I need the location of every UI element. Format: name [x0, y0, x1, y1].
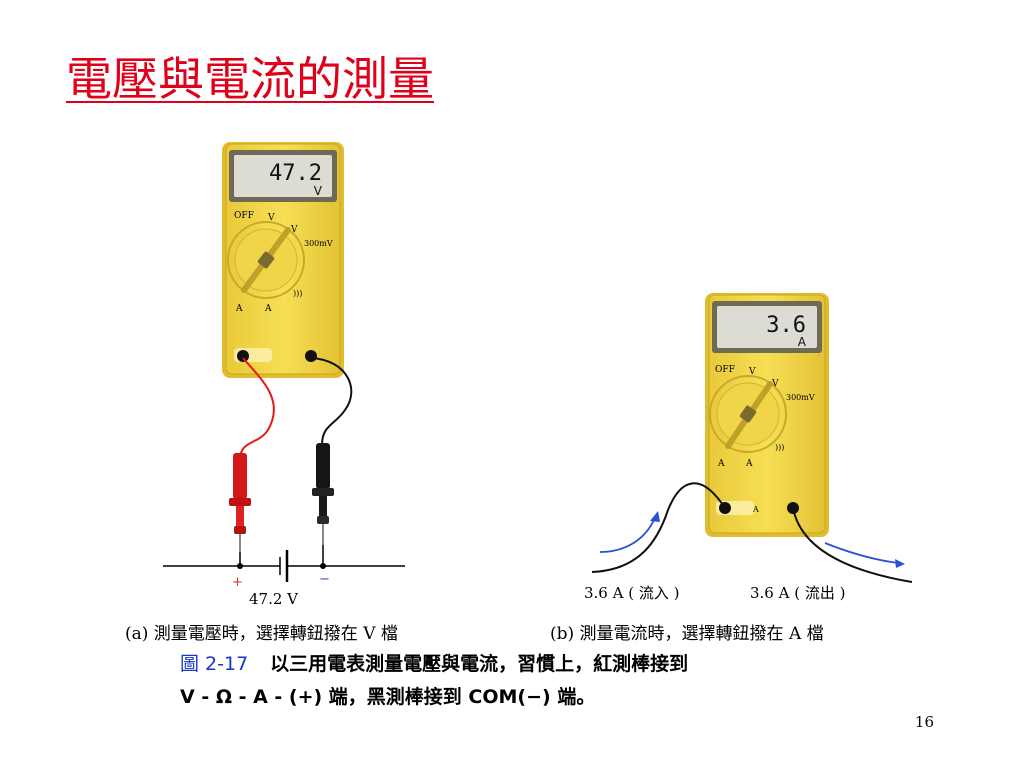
lead-out-wire-b — [792, 507, 913, 583]
lcd-value-a: 47.2 — [269, 161, 322, 186]
lcd-screen-b — [717, 306, 817, 348]
black-probe-a — [312, 443, 334, 545]
current-out-label: 3.6 A ( 流出 ) — [750, 584, 845, 602]
figure-caption-text1: 以三用電表測量電壓與電流，習慣上，紅測棒接到 — [270, 653, 689, 675]
dial-label-mv-b: 300mV — [786, 393, 815, 402]
multimeter-b: 3.6 A OFF V V 300mV ))) A A A — [705, 293, 829, 537]
rotary-dial-b[interactable] — [709, 375, 787, 453]
dial-label-v2-a: V — [290, 225, 298, 235]
dial-label-a1-b: A — [717, 459, 725, 469]
polarity-plus: + — [232, 575, 243, 590]
jack-com-a[interactable] — [237, 350, 249, 362]
dial-label-v1-a: V — [267, 213, 275, 223]
lcd-value-b: 3.6 — [766, 313, 806, 338]
current-in-label: 3.6 A ( 流入 ) — [584, 584, 679, 602]
dial-label-a1-a: A — [235, 304, 243, 314]
lcd-unit-a: V — [314, 184, 323, 198]
rotary-dial-a[interactable] — [227, 221, 305, 299]
dial-label-cont-b: ))) — [775, 443, 784, 452]
current-flow-arrows — [599, 511, 905, 568]
black-lead-wire-a — [310, 357, 353, 446]
voltage-label: 47.2 V — [249, 590, 299, 608]
page-number: 16 — [914, 713, 934, 731]
slide-title: 電壓與電流的測量 — [66, 52, 434, 106]
dial-label-v1-b: V — [748, 367, 756, 377]
dial-label-a2-b: A — [745, 459, 753, 469]
lead-in-wire-b — [591, 482, 726, 573]
red-probe-a — [229, 453, 251, 552]
red-lead-wire-a — [239, 357, 275, 461]
caption-a: (a) 測量電壓時，選擇轉鈕撥在 V 檔 — [125, 624, 398, 644]
dial-label-cont-a: ))) — [293, 289, 302, 298]
dial-label-off-b: OFF — [715, 365, 735, 375]
dial-label-v2-b: V — [771, 379, 779, 389]
multimeter-a: 47.2 V OFF V V 300mV ))) A A — [222, 142, 344, 378]
jack-label-b: A — [752, 505, 759, 514]
lcd-unit-b: A — [798, 335, 807, 349]
polarity-minus: − — [319, 572, 330, 587]
jack-volt-a[interactable] — [305, 350, 317, 362]
caption-b: (b) 測量電流時，選擇轉鈕撥在 A 檔 — [550, 624, 824, 644]
lcd-screen-a — [234, 155, 332, 197]
dial-label-mv-a: 300mV — [304, 239, 333, 248]
dial-label-off-a: OFF — [234, 211, 254, 221]
circuit-a: + − 47.2 V — [163, 545, 405, 608]
figure-number: 圖 2-17 — [180, 653, 249, 675]
figure-caption-line1: 圖 2-17 以三用電表測量電壓與電流，習慣上，紅測棒接到 — [180, 649, 688, 676]
figure-caption-line2: V - Ω - A - (+) 端，黑測棒接到 COM(−) 端。 — [180, 686, 596, 708]
dial-label-a2-a: A — [264, 304, 272, 314]
